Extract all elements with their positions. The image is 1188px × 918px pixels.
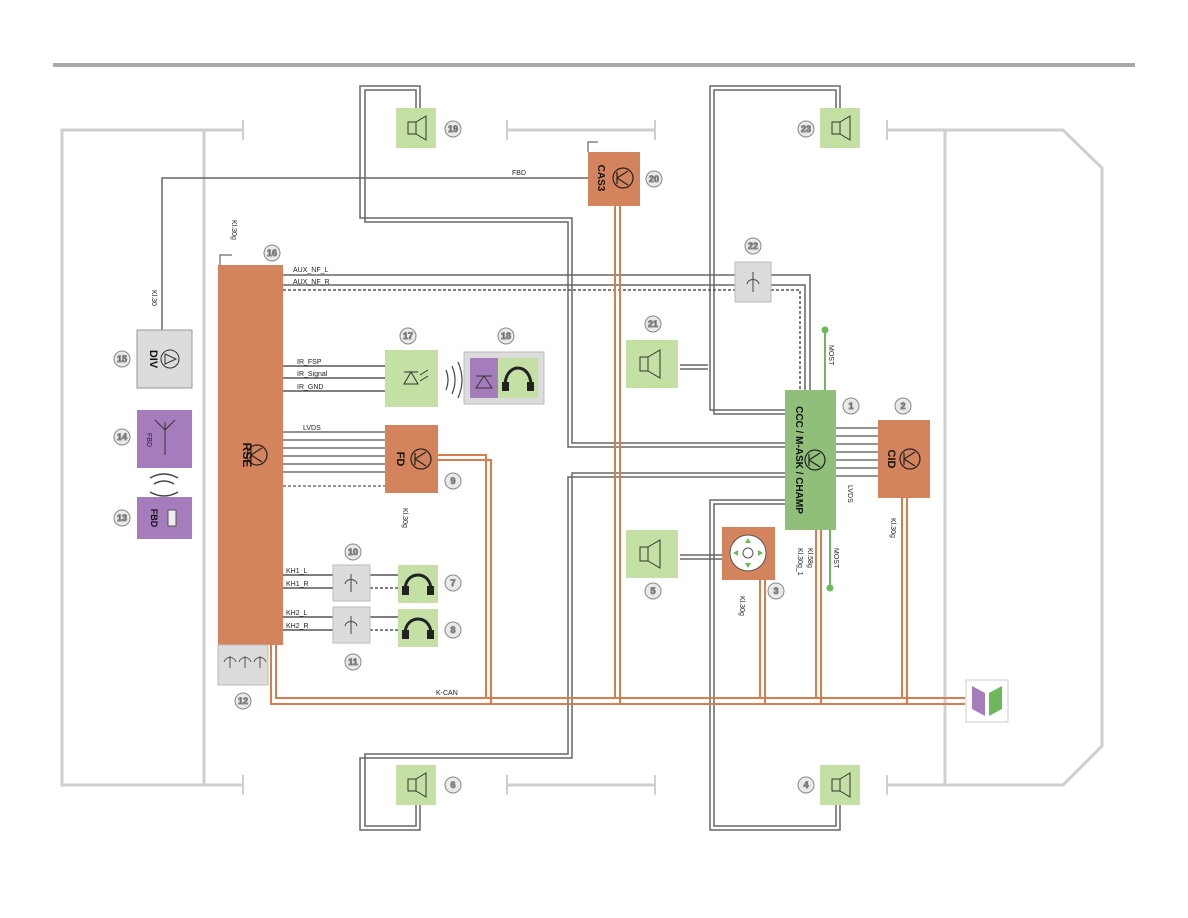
callout-17: 17 [403,331,413,341]
fd-kl30g-label: Kl.30g [401,508,408,528]
gateway-icon [965,679,1009,723]
vehicle-outline [60,120,1104,795]
controller-3 [722,527,775,580]
fd-label: FD [394,452,406,467]
callout-15: 15 [117,354,127,364]
kcan-label: K-CAN [436,690,458,697]
callout-2: 2 [900,401,905,411]
callout-13: 13 [117,513,127,523]
ir-signal-label: IR_Signal [297,371,328,378]
fbd-wire [161,177,588,330]
callout-18: 18 [501,331,511,341]
callout-16: 16 [267,248,277,258]
div-label: DIV [147,350,159,369]
callout-19: 19 [448,124,458,134]
speaker-23 [820,108,860,148]
headphone-wiring [283,574,398,631]
headphone-connector-11 [332,606,371,644]
div-module: DIV [136,329,193,389]
fbd-signal-label: FBD [512,170,526,177]
callout-21: 21 [648,319,658,329]
ir-wiring [283,365,385,392]
callout-20: 20 [649,174,659,184]
headphone-connector-10 [332,564,371,602]
callout-3: 3 [773,586,778,596]
antenna-module: FBD [137,410,192,468]
callout-22: 22 [748,241,758,251]
lvds-rse-label: LVDS [303,425,321,432]
speaker-wiring [359,85,841,831]
callout-4: 4 [803,780,808,790]
lvds-cid-label: LVDS [846,485,853,503]
cid-label: CID [885,450,897,469]
speaker-5 [626,530,678,578]
callout-7: 7 [450,578,455,588]
kh2-r-label: KH2_R [286,623,309,630]
callout-14: 14 [117,432,127,442]
speaker-19 [396,108,436,148]
rse-label: RSE [240,443,254,468]
callout-1: 1 [848,401,853,411]
ccc-label: CCC / M-ASK / CHAMP [793,406,804,514]
callout-10: 10 [348,547,358,557]
headphones-8 [398,609,438,647]
rse-control-unit: RSE [218,254,283,645]
speaker-6 [396,765,436,805]
most-bottom-label: MOST [832,548,839,569]
ir-gnd-label: IR_GND [297,384,323,391]
ir-receiver [385,350,438,407]
callout-9: 9 [450,476,455,486]
callout-6: 6 [450,780,455,790]
ccc-kl58g-label: Kl.58g [806,548,813,568]
cas3-control-unit: CAS3 [587,141,640,206]
antenna-fbd-label: FBD [145,433,152,447]
cid-kl30g-label: Kl.30g [889,518,896,538]
cid-control-unit: CID [878,420,930,498]
speaker-4 [820,765,860,805]
callout-23: 23 [801,124,811,134]
kh1-l-label: KH1_L [286,568,308,575]
rse-kl30g-label: Kl.30g [230,220,237,240]
ir-fsp-label: IR_FSP [297,359,322,366]
fd-control-unit: FD [385,425,438,493]
aux-r-label: AUX_NF_R [293,279,330,286]
ccc-kl30g1-label: Kl.30g_1 [796,548,803,576]
ir-headphones [463,351,545,405]
lvds-ccc-cid [836,427,878,477]
callout-numbers: 1 2 3 4 5 6 7 8 9 10 11 12 13 14 15 16 1… [113,120,912,794]
signal-labels: FBD AUX_NF_L AUX_NF_R IR_FSP IR_Signal I… [286,170,853,697]
aux-wiring [283,274,811,390]
most-top-label: MOST [827,345,834,366]
headphones-7 [398,565,438,603]
cas3-label: CAS3 [595,165,606,192]
rse-connector-12 [217,644,269,686]
aux-connector-22 [734,261,772,303]
k-can-bus [270,206,965,705]
ccc-control-unit: CCC / M-ASK / CHAMP [785,390,836,530]
kh1-r-label: KH1_R [286,581,309,588]
div-kl30-label: Kl.30 [150,290,157,306]
lvds-rse-fd [283,431,385,487]
speaker-21 [626,340,678,388]
ctrl-kl30g-label: Kl.30g [738,596,745,616]
remote-fbd-label: FBD [149,509,159,528]
ir-waves-icon [445,361,463,399]
kh2-l-label: KH2_L [286,610,308,617]
aux-l-label: AUX_NF_L [293,267,329,274]
callout-5: 5 [650,586,655,596]
terminal-labels: Kl.30g Kl.30 Kl.30g Kl.30g Kl.30g_1 Kl.5… [150,220,896,616]
most-bus [821,326,834,592]
callout-11: 11 [348,657,358,667]
remote-key-fbd: FBD [137,497,192,539]
radio-waves-icon [149,473,179,497]
callout-12: 12 [238,696,248,706]
callout-8: 8 [450,625,455,635]
